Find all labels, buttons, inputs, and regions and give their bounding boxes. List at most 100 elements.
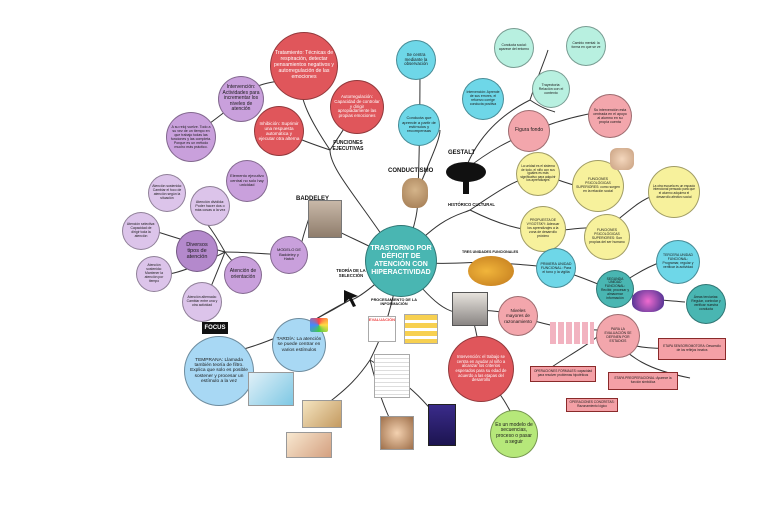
node-evaluacion-estadios-label: PARA LA EVALUACIÓN SE DEFINEN POR ESTADI… [604,327,632,343]
node-segunda-unidad[interactable]: SEGUNDA UNIDAD FUNCIONAL: Recibir, proce… [596,270,634,308]
node-tratamiento-label: Tratamiento: Técnicas de respiración, de… [274,50,334,80]
node-propuesta[interactable]: PROPUESTA DE VYGOTSKY: Adecuar los apren… [520,206,566,252]
box-operaciones-concretas-label: OPERACIONES CONCRETAS: Razonamiento lógi… [569,400,615,408]
node-se-centra[interactable]: Se centra mediante la observación [396,40,436,80]
box-operaciones-formales[interactable]: OPERACIONES FORMALES: capacidad para res… [530,366,596,382]
dog-picture [402,178,428,208]
baddeley-photo [308,200,342,238]
node-temprana[interactable]: TEMPRANA: Llamada también teoría de filt… [184,336,254,406]
node-la-otra-escuela-label: La otra escuela es un espacio intenciona… [652,183,696,199]
tree-icon [444,160,488,196]
node-niveles-label: Niveles mayores de razonamiento [504,308,532,324]
evaluacion-image: EVALUACIÓN [368,316,396,342]
node-figura-fondo[interactable]: Figura fondo [508,110,550,152]
node-elemento-control[interactable]: Elemento ejecutivo central no solo hay u… [226,160,268,202]
node-inhibicion-label: Inhibición: Suprimir una respuesta autom… [258,120,300,142]
node-atencion-orientacion-label: Atención de orientación [229,268,257,280]
node-areas-label: Áreas terciarias: Regular, controlar y v… [691,295,721,311]
box-etapa-sensoriomotora-label: ETAPA SENSORIOMOTORA: Desarrollo de los … [663,344,721,352]
node-intervencion-bottom[interactable]: Intervención: el trabajo se centra en ay… [448,336,514,402]
node-conducta-social[interactable]: Conducta social: aparece del entorno [494,28,534,68]
node-segunda-unidad-label: SEGUNDA UNIDAD FUNCIONAL: Recibir, proce… [600,276,630,300]
focus-sign: FOCUS [202,322,228,334]
game-picture-1 [248,372,294,406]
node-conducta-aprende[interactable]: Conducta que aprende a partir de estímul… [398,104,440,146]
node-primera-unidad-label: PRIMERA UNIDAD FUNCIONAL: Para el tono y… [540,261,572,274]
node-diversos-label: Diversos tipos de atención [186,241,208,261]
node-intervencion-right[interactable]: Su intervención esta centrada en el apoy… [588,94,632,138]
node-intervencion-right-label: Su intervención esta centrada en el apoy… [593,107,627,125]
flowchart-picture [404,314,438,344]
node-autorregulacion-label: Autorregulación: Capacidad de controlar … [334,93,380,119]
node-funciones-psicologicas-label: FUNCIONES PSICOLÓGICAS SUPERIORES: como … [576,177,620,193]
node-unidad-sistema[interactable]: La unidad es el sistema de todo, el niño… [516,152,560,196]
game-picture-3 [286,432,332,458]
node-trayectoria[interactable]: Trayectoria: Relación con el contexto [532,70,570,108]
node-la-otra-escuela[interactable]: La otra escuela es un espacio intenciona… [648,166,700,218]
node-trayectoria-label: Trayectoria: Relación con el contexto [538,82,564,95]
pointer-icon [340,286,362,308]
book-picture [428,404,456,446]
node-atencion-dividida-label: Atención dividida: Poder hacer dos o más… [194,199,226,212]
box-etapa-preoperacional-label: ETAPA PREOPERACIONAL: Aparece la función… [614,376,672,384]
focus-sign-label: FOCUS [204,325,226,331]
node-figura-fondo-label: Figura fondo [514,127,544,134]
box-etapa-preoperacional[interactable]: ETAPA PREOPERACIONAL: Aparece la función… [608,372,678,390]
node-inhibicion[interactable]: Inhibición: Suprimir una respuesta autom… [254,106,304,156]
node-conducta-social-label: Conducta social: aparece del entorno [498,43,530,51]
node-atencion-alternada[interactable]: Atención alternada: Cambiar entre una y … [182,282,222,322]
node-temprana-label: TEMPRANA: Llamada también teoría de filt… [190,357,248,385]
node-tercera-unidad[interactable]: TERCERA UNIDAD FUNCIONAL: Programar, reg… [656,240,700,284]
node-intervencion-top[interactable]: Intervención: Actividades para increment… [218,76,264,122]
label-historico: HISTÓRICO CULTURAL [448,202,495,207]
node-reloj[interactable]: A su reloj vuelve. Todo a su vez de un t… [166,112,216,162]
node-tercera-unidad-label: TERCERA UNIDAD FUNCIONAL: Programar, reg… [662,253,694,269]
node-modelo-baddeley[interactable]: MODELO DE Baddeley y Hatch [270,236,308,274]
label-funciones: FUNCIONES EJECUTIVAS [332,140,364,152]
node-intervencion-bottom-label: Intervención: el trabajo se centra en ay… [455,353,507,383]
node-funciones-superiores-label: FUNCIONES PSICOLÓGICAS SUPERIORES: Son p… [589,228,625,244]
brain-scan-picture [632,290,664,312]
node-tratamiento[interactable]: Tratamiento: Técnicas de respiración, de… [270,32,338,100]
node-atencion-sostenida[interactable]: Atención sostenida: Cambiar el foco de a… [148,174,186,212]
node-primera-unidad[interactable]: PRIMERA UNIDAD FUNCIONAL: Para el tono y… [536,248,576,288]
label-conductismo: CONDUCTISMO [388,168,434,174]
node-interaccion-conducta-label: Intervención: Aprende de sus errores, el… [466,90,500,106]
kids-picture [550,322,594,344]
node-atencion-sostenida2-label: Atención sostenida: Mantener la atención… [144,263,164,283]
node-atencion-sostenida2[interactable]: Atención sostenida: Mantener la atención… [136,256,172,292]
central-node[interactable]: TRASTORNO POR DÉFICIT DE ATENCIÓN CON HI… [365,225,437,297]
node-areas[interactable]: Áreas terciarias: Regular, controlar y v… [686,284,726,324]
node-propuesta-label: PROPUESTA DE VYGOTSKY: Adecuar los apren… [526,218,560,238]
kid-picture [380,416,414,450]
node-funciones-superiores[interactable]: FUNCIONES PSICOLÓGICAS SUPERIORES: Son p… [584,214,630,260]
node-atencion-selectiva[interactable]: Atención selectiva: Capacidad de dirigir… [122,212,160,250]
label-baddeley: BADDELEY [296,196,330,202]
brain-picture [468,256,514,286]
node-atencion-alternada-label: Atención alternada: Cambiar entre una y … [186,295,218,307]
node-se-centra-label: Se centra mediante la observación [404,51,428,67]
node-interaccion-conducta[interactable]: Intervención: Aprende de sus errores, el… [462,78,504,120]
node-modelo-baddeley-label: MODELO DE Baddeley y Hatch [276,247,301,262]
node-atencion-selectiva-label: Atención selectiva: Capacidad de dirigir… [126,222,156,238]
node-diversos[interactable]: Diversos tipos de atención [176,230,218,272]
node-reloj-label: A su reloj vuelve. Todo a su vez de un t… [170,124,212,150]
node-elemento-control-label: Elemento ejecutivo central no solo hay u… [230,173,264,188]
node-conducta-aprende-label: Conducta que aprende a partir de estímul… [402,115,436,134]
node-modelo-secuencias[interactable]: Es un modelo de secuencias, proceso o pa… [490,410,538,458]
box-operaciones-concretas[interactable]: OPERACIONES CONCRETAS: Razonamiento lógi… [566,398,618,412]
node-evaluacion-estadios[interactable]: PARA LA EVALUACIÓN SE DEFINEN POR ESTADI… [596,314,640,358]
node-atencion-dividida[interactable]: Atención dividida: Poder hacer dos o más… [190,186,230,226]
piaget-photo [452,292,488,326]
node-atencion-sostenida-label: Atención sostenida: Cambiar el foco de a… [152,184,182,200]
box-etapa-sensoriomotora[interactable]: ETAPA SENSORIOMOTORA: Desarrollo de los … [658,338,726,360]
node-atencion-orientacion[interactable]: Atención de orientación [224,256,262,294]
node-tardia[interactable]: TARDÍA: La atención se puede centrar en … [272,318,326,372]
child-picture [610,148,634,170]
label-procesamiento: PROCESAMIENTO DE LA INFORMACIÓN [371,298,417,306]
node-niveles[interactable]: Niveles mayores de razonamiento [498,296,538,336]
node-cambio-mental[interactable]: Cambio mental: la forma en que se ve [566,26,606,66]
node-autorregulacion[interactable]: Autorregulación: Capacidad de controlar … [330,80,384,134]
label-tres-unidades: TRES UNIDADES FUNCIONALES [462,250,519,254]
